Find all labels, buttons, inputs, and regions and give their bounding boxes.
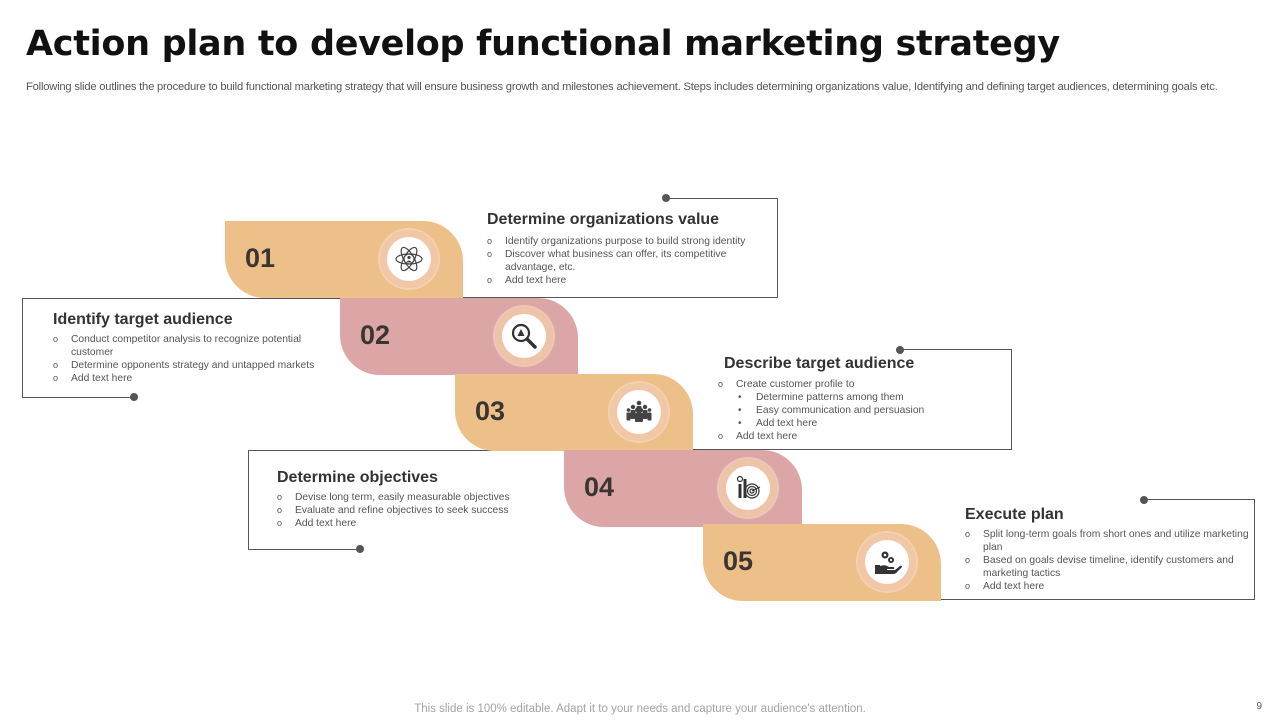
step-05-title: Execute plan bbox=[965, 506, 1064, 523]
sub-bullet: Easy communication and persuasion bbox=[718, 404, 1003, 417]
connector-dot bbox=[130, 393, 138, 401]
step-05-bullets: Split long-term goals from short ones an… bbox=[965, 528, 1250, 593]
step-number: 03 bbox=[475, 396, 506, 426]
bullet: Based on goals devise timeline, identify… bbox=[965, 554, 1250, 580]
bullet: Conduct competitor analysis to recognize… bbox=[53, 333, 338, 359]
step-04-bullets: Devise long term, easily measurable obje… bbox=[277, 491, 557, 530]
bullet: Discover what business can offer, its co… bbox=[487, 248, 772, 274]
step-number: 04 bbox=[584, 472, 615, 502]
step-02-title: Identify target audience bbox=[53, 311, 233, 328]
hand-gears-icon bbox=[875, 551, 902, 574]
bullet: Add text here bbox=[277, 517, 557, 530]
people-group-icon bbox=[626, 400, 652, 422]
step-01-pill: 01 bbox=[225, 221, 463, 298]
slide-title: Action plan to develop functional market… bbox=[26, 24, 1060, 64]
connector-dot bbox=[1140, 496, 1148, 504]
slide-subtitle: Following slide outlines the procedure t… bbox=[26, 81, 1218, 93]
step-03-bullets: Create customer profile to Determine pat… bbox=[718, 378, 1003, 443]
bullet: Split long-term goals from short ones an… bbox=[965, 528, 1250, 554]
step-05-pill: 05 bbox=[703, 524, 941, 601]
bullet: Add text here bbox=[487, 274, 772, 287]
step-number: 01 bbox=[245, 243, 276, 273]
step-03-title: Describe target audience bbox=[724, 355, 915, 372]
step-02-bullets: Conduct competitor analysis to recognize… bbox=[53, 333, 338, 385]
step-03-pill: 03 bbox=[455, 374, 693, 451]
page-number: 9 bbox=[1256, 701, 1262, 712]
slide-footer: This slide is 100% editable. Adapt it to… bbox=[414, 703, 866, 715]
step-number: 02 bbox=[360, 320, 391, 350]
step-01-bullets: Identify organizations purpose to build … bbox=[487, 235, 772, 287]
connector-dot bbox=[662, 194, 670, 202]
step-number: 05 bbox=[723, 546, 754, 576]
connector-dot bbox=[356, 545, 364, 553]
atom-person-icon bbox=[395, 246, 423, 272]
bullet: Create customer profile to bbox=[718, 378, 1003, 391]
step-01-title: Determine organizations value bbox=[487, 211, 720, 228]
sub-bullet: Add text here bbox=[718, 417, 1003, 430]
step-04-pill: 04 bbox=[564, 450, 802, 527]
target-chart-icon bbox=[736, 475, 761, 499]
bullet: Determine opponents strategy and untappe… bbox=[53, 359, 338, 372]
step-02-pill: 02 bbox=[340, 298, 578, 375]
bullet: Devise long term, easily measurable obje… bbox=[277, 491, 557, 504]
bullet: Evaluate and refine objectives to seek s… bbox=[277, 504, 557, 517]
step-04-title: Determine objectives bbox=[277, 469, 438, 486]
bullet: Add text here bbox=[965, 580, 1250, 593]
bullet: Identify organizations purpose to build … bbox=[487, 235, 772, 248]
sub-bullet: Determine patterns among them bbox=[718, 391, 1003, 404]
magnifier-warning-icon bbox=[511, 323, 537, 349]
bullet: Add text here bbox=[53, 372, 338, 385]
bullet: Add text here bbox=[718, 430, 1003, 443]
connector-dot bbox=[896, 346, 904, 354]
